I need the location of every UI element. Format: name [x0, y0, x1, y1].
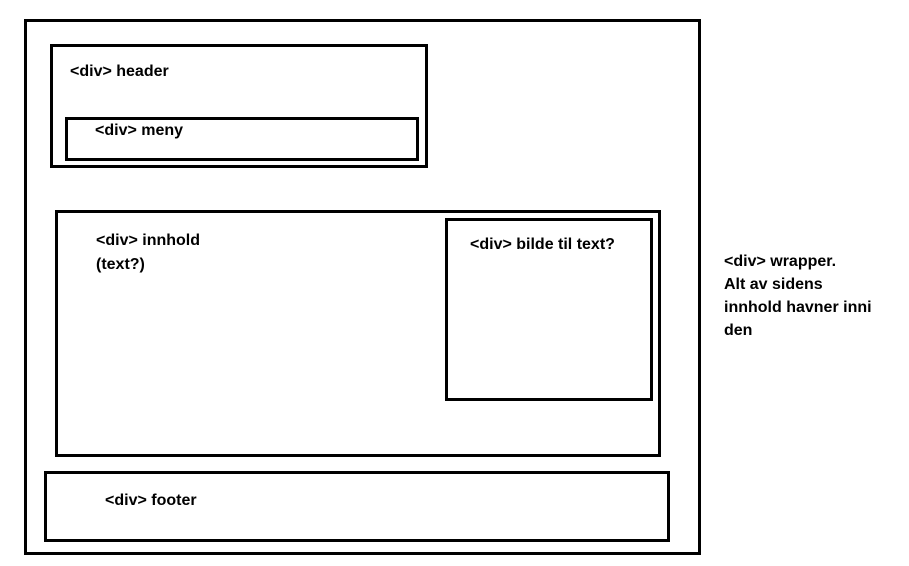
meny-label: <div> meny — [95, 122, 184, 139]
wrapper-note-line-4: den — [724, 322, 753, 339]
bilde-box — [445, 218, 653, 401]
wrapper-note: <div> wrapper. Alt av sidens innhold hav… — [724, 250, 872, 342]
bilde-label: <div> bilde til text? — [470, 236, 615, 253]
innhold-sublabel: (text?) — [96, 256, 145, 273]
header-label: <div> header — [70, 63, 169, 80]
wrapper-note-line-3: innhold havner inni — [724, 299, 872, 316]
wrapper-note-line-2: Alt av sidens — [724, 276, 823, 293]
wrapper-note-line-1: <div> wrapper. — [724, 253, 837, 270]
innhold-label: <div> innhold — [96, 232, 201, 249]
footer-box — [44, 471, 670, 542]
footer-label: <div> footer — [105, 492, 197, 509]
meny-box — [65, 117, 419, 161]
